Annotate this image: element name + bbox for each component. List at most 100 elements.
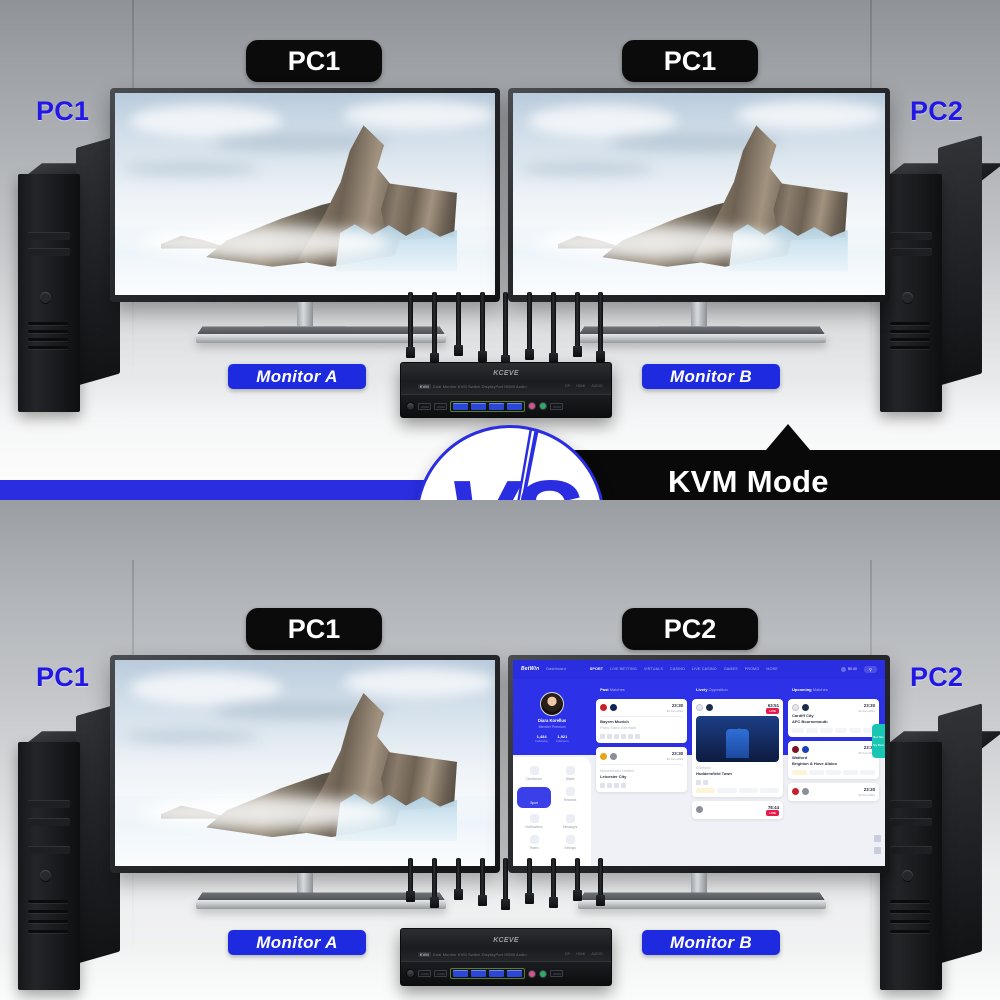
- drive-bay: [890, 232, 932, 240]
- calendar-icon[interactable]: [874, 834, 881, 842]
- usb-port-group[interactable]: [450, 400, 525, 412]
- tower-side-panel: [938, 135, 982, 386]
- sports-dashboard[interactable]: BetWin Dashboard SPORT LIVE BETTING VIRT…: [513, 660, 885, 866]
- power-button[interactable]: [40, 292, 51, 303]
- home-team: Bayern Munich: [600, 719, 629, 725]
- sidebar-item-sport[interactable]: Sport: [517, 787, 552, 809]
- sidebar-item-settings[interactable]: Settings: [553, 835, 587, 850]
- usb3-port[interactable]: [453, 402, 468, 410]
- dashboard-balance[interactable]: $0.00: [841, 666, 857, 672]
- sidebar-item-teams[interactable]: Teams: [517, 835, 551, 850]
- live-match-card[interactable]: 63:51 LIVE Chelsea Huddersfield Town: [692, 698, 784, 797]
- kickoff-time: 23:30 26 Jan 2021: [858, 702, 876, 713]
- dashboard-navbar[interactable]: BetWin Dashboard SPORT LIVE BETTING VIRT…: [513, 660, 885, 679]
- kvm-port-row[interactable]: [401, 961, 611, 985]
- crest-icon: [610, 704, 618, 712]
- dashboard-sidebar[interactable]: Diara Korellus Member Premium 1,434 Foll…: [513, 679, 592, 866]
- vent-slot: [890, 900, 930, 903]
- note-icon[interactable]: [874, 846, 881, 854]
- ball-icon: [529, 790, 539, 800]
- nav-casino[interactable]: CASINO: [670, 667, 686, 672]
- host-port[interactable]: [550, 402, 563, 410]
- column-past-header[interactable]: Past Matches: [600, 686, 625, 692]
- usb3-port[interactable]: [453, 970, 468, 978]
- usb3-port[interactable]: [507, 402, 522, 410]
- vent-slot: [28, 330, 68, 333]
- monitor-b-screen[interactable]: BetWin Dashboard SPORT LIVE BETTING VIRT…: [513, 660, 885, 866]
- dp-out-a-port[interactable]: [418, 970, 431, 978]
- power-button[interactable]: [40, 870, 51, 881]
- sidebar-item-wallet[interactable]: Wallet: [553, 766, 587, 781]
- sidebar-item-dashboard[interactable]: Dashboard: [517, 766, 551, 781]
- nav-games[interactable]: GAMES: [723, 667, 738, 672]
- kvm-mode-pointer: [766, 424, 810, 450]
- match-columns[interactable]: Past Matches 23:30: [591, 679, 885, 866]
- top-monitor-a-label: Monitor A: [228, 364, 366, 389]
- monitor-neck: [691, 302, 707, 328]
- crest-icon: [792, 788, 800, 796]
- bottom-monitor-a: [110, 655, 500, 906]
- nav-live-betting[interactable]: LIVE BETTING: [610, 667, 637, 672]
- sidebar-menu[interactable]: Dashboard Wallet Sport Rewards Notificat…: [513, 757, 592, 866]
- club-crests: [792, 746, 810, 754]
- column-upcoming-header[interactable]: Upcoming Matches: [792, 686, 828, 692]
- dashboard-logo[interactable]: BetWin: [521, 666, 540, 673]
- nav-virtuals[interactable]: VIRTUALS: [643, 667, 664, 672]
- column-lively-header[interactable]: Lively Opposition: [696, 686, 728, 692]
- club-crests: [792, 704, 810, 712]
- host-port[interactable]: [550, 970, 563, 978]
- right-quick-icons[interactable]: [874, 834, 881, 854]
- nav-more[interactable]: MORE: [766, 667, 778, 672]
- top-kvm-cable-bundle: [406, 292, 606, 366]
- user-stats: 1,434 Following 1,921 Followers: [535, 734, 569, 743]
- usb-port-group[interactable]: [450, 968, 525, 980]
- kvm-port-row[interactable]: [401, 394, 611, 417]
- dp-out-b-port[interactable]: [434, 402, 447, 410]
- speaker-jack[interactable]: [539, 969, 547, 978]
- live-match-card[interactable]: 78:44 LIVE: [692, 800, 784, 819]
- usb3-port[interactable]: [507, 970, 522, 978]
- match-card[interactable]: 23:30 26 Jan 2021 Manchester United Leic…: [596, 747, 688, 792]
- nav-sport[interactable]: SPORT: [589, 667, 604, 672]
- club-crests: [696, 704, 714, 712]
- usb3-port[interactable]: [471, 970, 486, 978]
- home-team: Chelsea: [696, 764, 711, 770]
- nav-promo[interactable]: PROMO: [744, 667, 760, 672]
- power-button[interactable]: [902, 870, 913, 881]
- drive-bay: [28, 232, 70, 240]
- sidebar-item-rewards[interactable]: Rewards: [553, 787, 587, 808]
- dp-out-b-port[interactable]: [434, 970, 447, 978]
- user-role: Member Premium: [538, 725, 566, 730]
- speaker-jack[interactable]: [539, 402, 547, 411]
- dp-out-a-port[interactable]: [418, 402, 431, 410]
- sidebar-item-messages[interactable]: Messages: [553, 814, 587, 829]
- usb3-port[interactable]: [489, 970, 504, 978]
- usb3-port[interactable]: [471, 402, 486, 410]
- mountain-wallpaper: [115, 660, 495, 866]
- mountain-wallpaper: [513, 93, 885, 295]
- usb3-port[interactable]: [489, 402, 504, 410]
- monitor-neck: [691, 873, 707, 899]
- match-card[interactable]: 23:30 26 Jan 2021: [788, 782, 880, 801]
- search-icon[interactable]: ⚲: [864, 665, 877, 673]
- mic-jack[interactable]: [528, 402, 536, 411]
- match-card[interactable]: 23:30 26 Jan 2021 Cardiff City AFC Bourn…: [788, 698, 880, 737]
- nav-live-casino[interactable]: LIVE CASINO: [692, 667, 717, 672]
- vent-slot: [890, 338, 930, 341]
- bet-slip-tab[interactable]: Bet Slip My Bets: [872, 723, 885, 758]
- power-jack[interactable]: [406, 969, 415, 979]
- nav-dashboard[interactable]: Dashboard: [546, 667, 566, 672]
- match-card[interactable]: 23:30 26 Jan 2021 Bayern Munich Paris Sa…: [596, 698, 688, 744]
- live-clock: 63:51: [767, 702, 780, 708]
- power-button[interactable]: [902, 292, 913, 303]
- match-card[interactable]: 23:30 26 Jan 2021 Watford Brighton & Hov…: [788, 740, 880, 779]
- crest-icon: [600, 752, 608, 760]
- gift-icon: [565, 787, 575, 797]
- power-jack[interactable]: [406, 401, 415, 411]
- sidebar-item-notifications[interactable]: Notifications: [517, 814, 551, 829]
- mic-jack[interactable]: [528, 969, 536, 978]
- chart-icon: [529, 766, 539, 776]
